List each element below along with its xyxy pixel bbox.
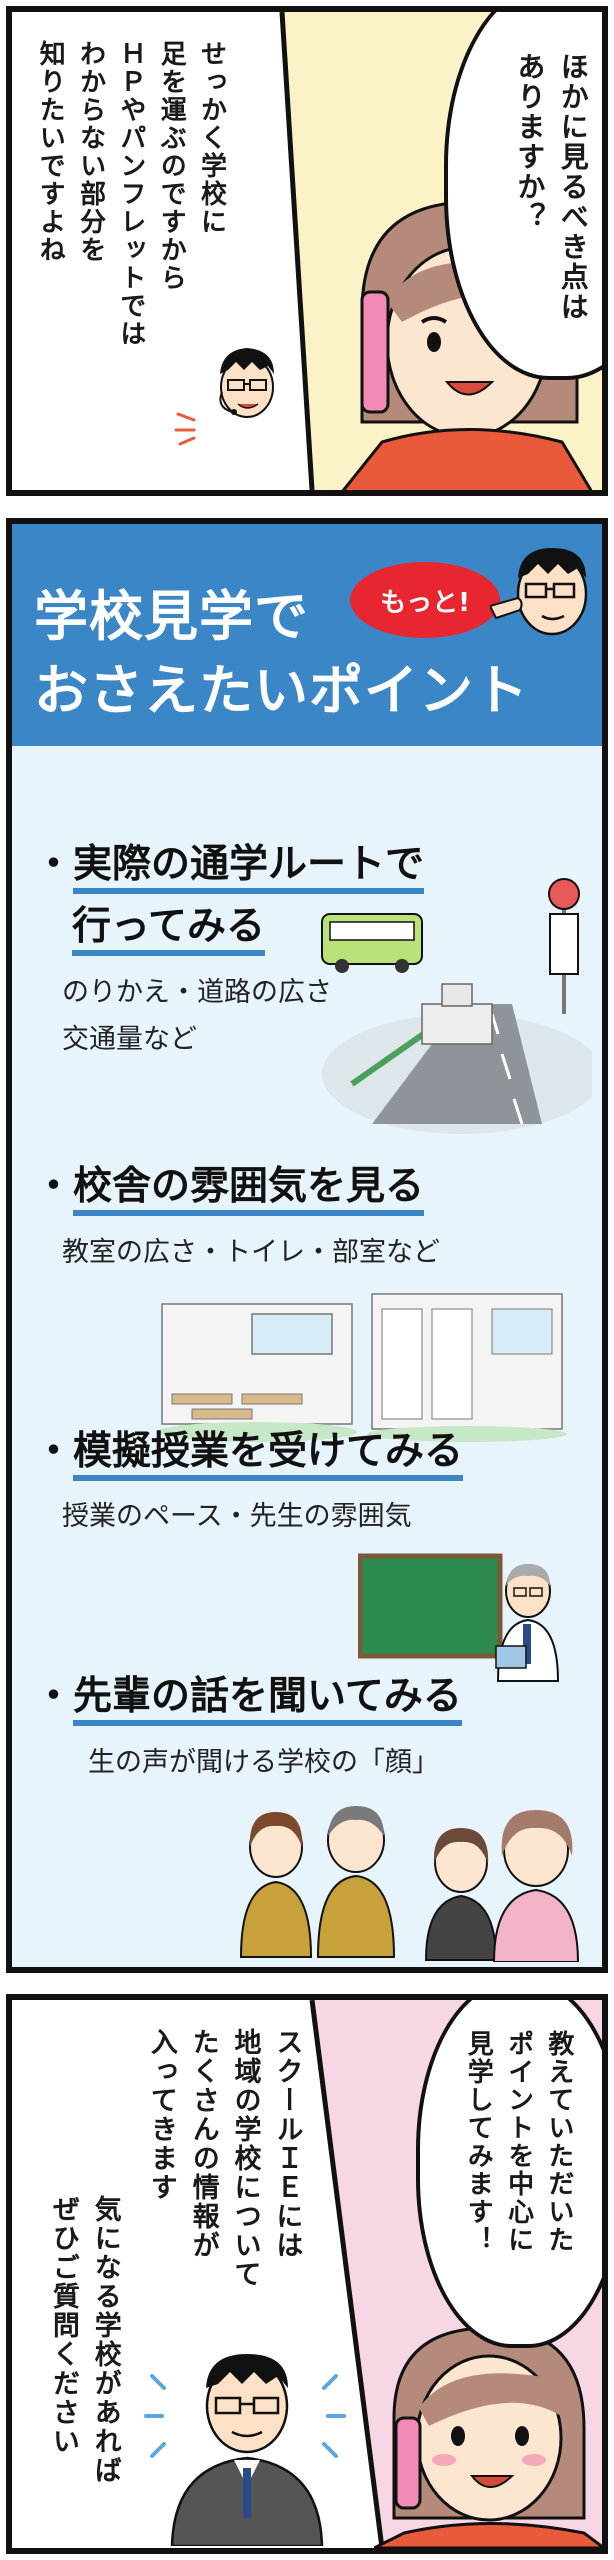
panel-1-speech-bubble [444,12,602,380]
classroom-toilet-illustration [157,1293,567,1442]
panel-3-speech-bubble [416,2000,602,2348]
panel-3-caption-2: 気になる学校があれば ぜひご質問ください [47,2195,121,2485]
point-2-heading-line-1: 校舎の雰囲気を見る [73,1164,425,1216]
seniors-talking-illustration [239,1806,580,1962]
point-1-heading-cont: 行ってみる [72,904,266,956]
point-3-detail-line-1: 授業のペース・先生の雰囲気 [62,1501,412,1532]
pointing-man-illustration [490,548,588,636]
point-3-heading: ・模擬授業を受けてみる [34,1429,464,1481]
operator-man-illustration [219,348,274,418]
comic-panel-3: スクールＩＥには 地域の学校について たくさんの情報が 入ってきます 気になる学… [6,1994,608,2554]
point-1-heading-line-1: 実際の通学ルートで [73,842,425,894]
woman-with-phone-illustration [374,2326,602,2548]
teacher-blackboard-illustration [358,1553,560,1682]
point-1-heading-line-2: 行ってみる [72,904,266,956]
point-4-heading: ・先輩の話を聞いてみる [34,1674,462,1726]
banner-title-line-1: 学校見学で [34,585,309,648]
comic-panel-1: せっかく学校に 足を運ぶのですから ＨＰやパンフレットでは わからない部分を 知… [6,6,608,496]
motto-badge: もっと! [350,562,500,638]
point-4-detail-line-1: 生の声が聞ける学校の「顔」 [88,1747,439,1778]
point-2-detail-line-1: 教室の広さ・トイレ・部室など [62,1237,440,1268]
point-1-detail-line-1: のりかえ・道路の広さ [62,977,332,1008]
banner-title-line-2: おさえたいポイント [34,659,529,722]
sound-marks [174,412,196,446]
points-banner [12,524,602,746]
panel-3-speech-text: 教えていただいた ポイントを中心に 見学してみます！ [463,2030,574,2254]
point-4-heading-line-1: 先輩の話を聞いてみる [73,1674,462,1726]
panel-1-caption: せっかく学校に 足を運ぶのですから ＨＰやパンフレットでは わからない部分を 知… [35,40,227,348]
panel-1-speech-text: ほかに見るべき点は ありますか？ [513,52,590,322]
point-3-heading-line-1: 模擬授業を受けてみる [73,1429,464,1481]
point-1-detail-line-2: 交通量など [62,1024,197,1055]
commute-route-illustration [321,878,592,1134]
counselor-man-illustration [170,2354,324,2546]
comic-panel-2-points: 学校見学で おさえたいポイント もっと! ・実際の通学ルートで 行ってみる のり… [6,518,608,1973]
point-1-heading: ・実際の通学ルートで [34,842,425,894]
sparkle-marks [144,2374,346,2458]
panel-3-caption-1: スクールＩＥには 地域の学校について たくさんの情報が 入ってきます [145,2028,303,2289]
point-2-heading: ・校舎の雰囲気を見る [34,1164,425,1216]
